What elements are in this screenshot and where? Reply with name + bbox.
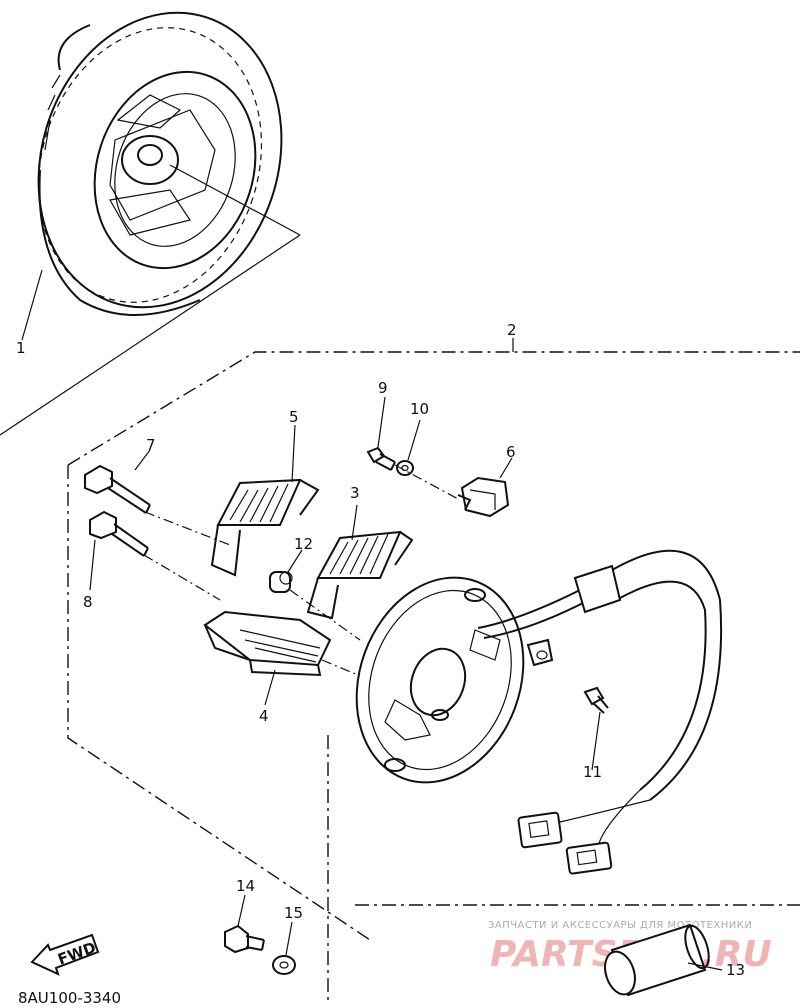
fwd-label: FWD (55, 938, 98, 968)
callout-8: 8 (83, 593, 93, 611)
bolt-14 (224, 924, 265, 954)
screw-11 (583, 686, 609, 714)
switch-6 (457, 476, 510, 518)
connector-a (517, 811, 563, 849)
coil-3 (306, 530, 414, 620)
callout-13-leader (687, 962, 723, 971)
callout-5-leader (291, 424, 296, 483)
callout-15-leader (285, 921, 293, 956)
assembly-boundary-top (67, 351, 800, 466)
callout-12: 12 (294, 535, 313, 553)
cap-13 (604, 923, 710, 997)
callout-10: 10 (410, 400, 429, 418)
callout-14-leader (237, 894, 246, 927)
collar-12 (269, 571, 293, 593)
callout-6: 6 (506, 443, 516, 461)
callout-10-leader (407, 419, 421, 461)
callout-15: 15 (284, 904, 303, 922)
callout-6-leader (499, 457, 513, 479)
callout-3-leader (351, 504, 358, 541)
callout-14: 14 (236, 877, 255, 895)
coil-5 (210, 478, 320, 577)
stator-base-plate (355, 576, 525, 784)
drawing-code: 8AU100-3340 (18, 989, 121, 1007)
callout-13: 13 (726, 961, 745, 979)
screw-9 (366, 446, 396, 471)
callout-4-leader (264, 669, 276, 706)
fwd-arrow-icon (30, 933, 100, 976)
callout-2: 2 (507, 321, 517, 339)
callout-7-leader (134, 449, 151, 471)
callout-9: 9 (378, 379, 388, 397)
watermark-tagline: ЗАПЧАСТИ И АКСЕССУАРЫ ДЛЯ МОТОТЕХНИКИ (488, 920, 752, 931)
alignment-lines (143, 464, 461, 681)
washer-10 (396, 460, 414, 476)
callout-5: 5 (289, 408, 299, 426)
callout-1: 1 (16, 339, 26, 357)
washer-15 (272, 955, 296, 975)
assembly-boundary-left (67, 465, 371, 941)
callout-12-leader (287, 549, 303, 573)
callout-3: 3 (350, 484, 360, 502)
callout-9-leader (377, 396, 386, 448)
callout-11: 11 (583, 763, 602, 781)
callout-4: 4 (259, 707, 269, 725)
callout-7: 7 (146, 436, 156, 454)
wiring-harness (477, 549, 723, 849)
wire-clamp (526, 638, 554, 667)
callout-1-leader (21, 269, 43, 341)
connector-b (565, 841, 613, 875)
flywheel-rotor (37, 11, 283, 316)
bolt-7 (84, 464, 151, 514)
callout-11-leader (591, 711, 601, 771)
bolt-8 (89, 510, 149, 557)
callout-8-leader (89, 539, 96, 591)
coil-4 (203, 610, 332, 677)
rotor-leader (0, 164, 301, 436)
